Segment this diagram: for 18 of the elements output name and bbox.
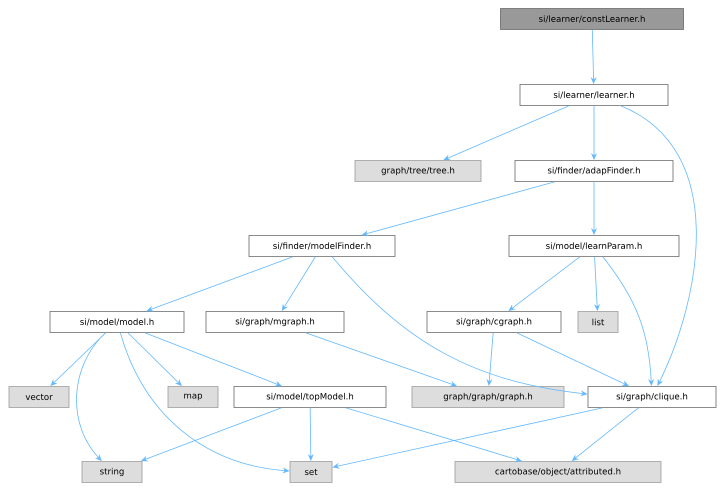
header-box: si/graph/mgraph.h xyxy=(206,311,344,333)
header-box: map xyxy=(168,386,218,408)
header-box: si/graph/clique.h xyxy=(588,386,716,408)
header-box: si/model/model.h xyxy=(50,311,184,333)
header-box: list xyxy=(578,311,618,333)
header-box: si/learner/learner.h xyxy=(520,84,668,106)
header-box: si/finder/adapFinder.h xyxy=(514,160,674,182)
header-box: si/learner/constLearner.h xyxy=(500,8,684,30)
header-box: set xyxy=(290,461,332,483)
header-box: graph/tree/tree.h xyxy=(354,160,482,182)
header-box: vector xyxy=(8,386,70,408)
header-box: cartobase/object/attributed.h xyxy=(454,461,662,483)
header-box: si/finder/modelFinder.h xyxy=(248,235,396,257)
header-box: si/model/learnParam.h xyxy=(508,235,680,257)
header-box: graph/graph/graph.h xyxy=(412,386,564,408)
header-box: si/graph/cgraph.h xyxy=(426,311,562,333)
header-box: string xyxy=(82,461,142,483)
header-box: si/model/topModel.h xyxy=(234,386,386,408)
